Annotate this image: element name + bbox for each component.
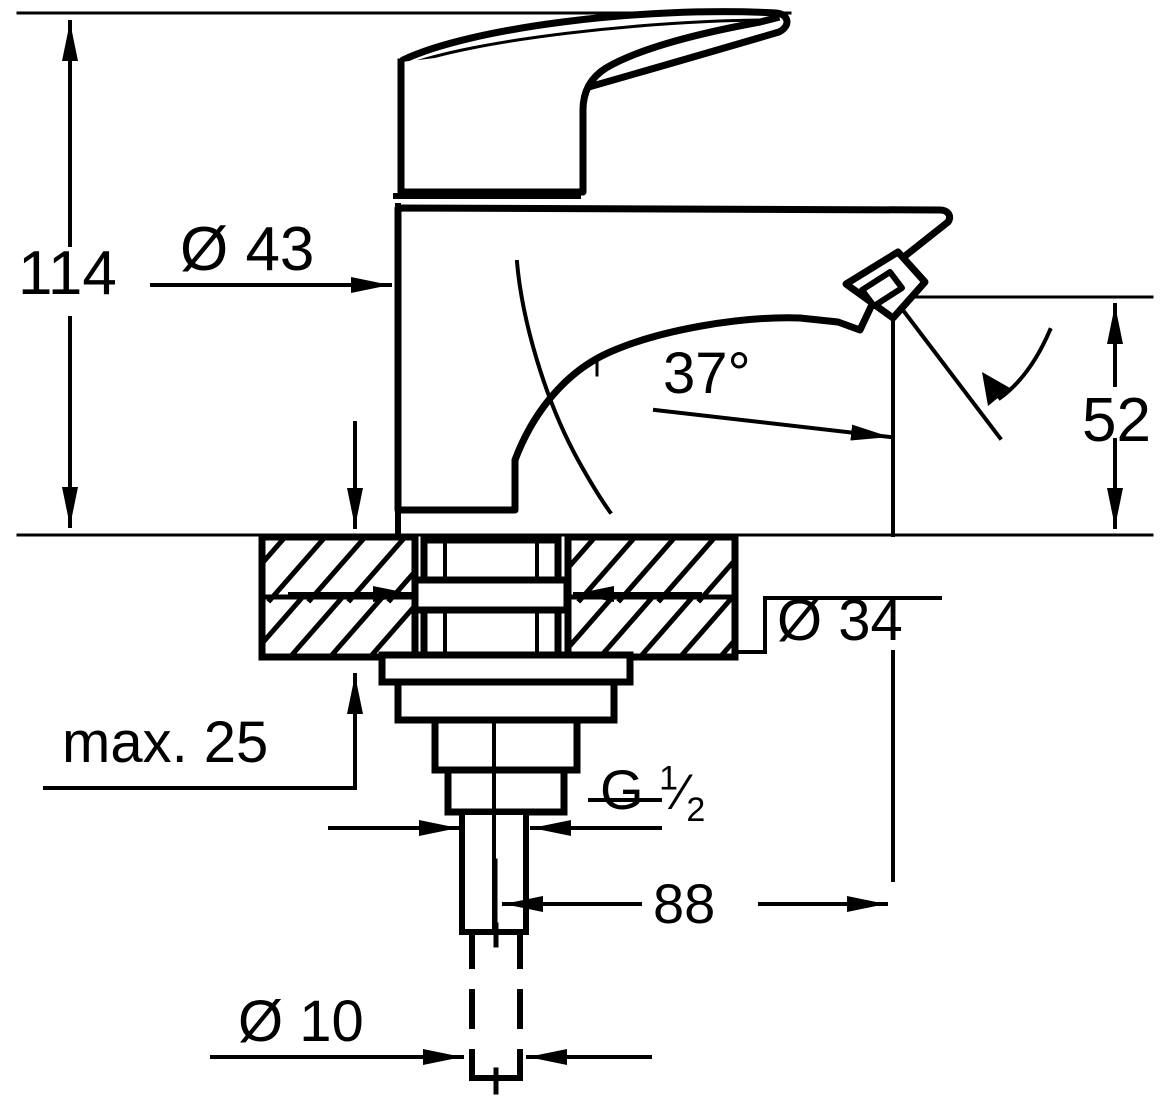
- leader-angle-37: [652, 407, 893, 441]
- leader-diameter-34: [733, 596, 942, 882]
- thread-prefix: G: [600, 758, 644, 821]
- shank-step-1: [431, 716, 581, 774]
- angle-arrow-head: [982, 372, 1010, 406]
- shank-collar: [411, 576, 571, 614]
- thread-denominator: 2: [686, 791, 706, 830]
- hose-phantom-outline: [469, 929, 523, 1081]
- leader-max-25: [43, 673, 363, 790]
- spout-inner-curve: [514, 259, 613, 515]
- shank-inner-lines: [443, 543, 539, 657]
- dimension-88: [494, 858, 888, 942]
- angle-indicator-37: [890, 294, 1003, 537]
- dimension-label-diameter-43: Ø 43: [180, 215, 315, 284]
- lever-handle-inner-line: [403, 18, 774, 68]
- g-thread-arrows: [328, 798, 662, 836]
- thread-numerator: 1: [659, 759, 679, 798]
- dimension-label-diameter-34: Ø 34: [777, 588, 903, 653]
- hose-phantom-caps: [469, 929, 523, 1081]
- dimension-label-52: 52: [1082, 386, 1151, 455]
- aerator-slot: [859, 269, 905, 309]
- dimension-label-angle-37: 37°: [663, 341, 751, 406]
- faucet-body: [397, 13, 781, 196]
- thread-slash: ⁄: [678, 764, 687, 820]
- dimension-label-thread-g-half: G 1⁄2: [600, 759, 705, 827]
- angle-curved-arrow: [997, 327, 1053, 401]
- lock-nut: [394, 678, 618, 724]
- dimension-label-114: 114: [18, 239, 117, 308]
- dimension-label-max-25: max. 25: [62, 710, 269, 775]
- dimension-label-diameter-10: Ø 10: [238, 989, 364, 1054]
- spout: [394, 204, 954, 514]
- dimension-label-88: 88: [653, 872, 716, 935]
- shank-step-2: [444, 766, 568, 816]
- washer-plate: [378, 651, 634, 686]
